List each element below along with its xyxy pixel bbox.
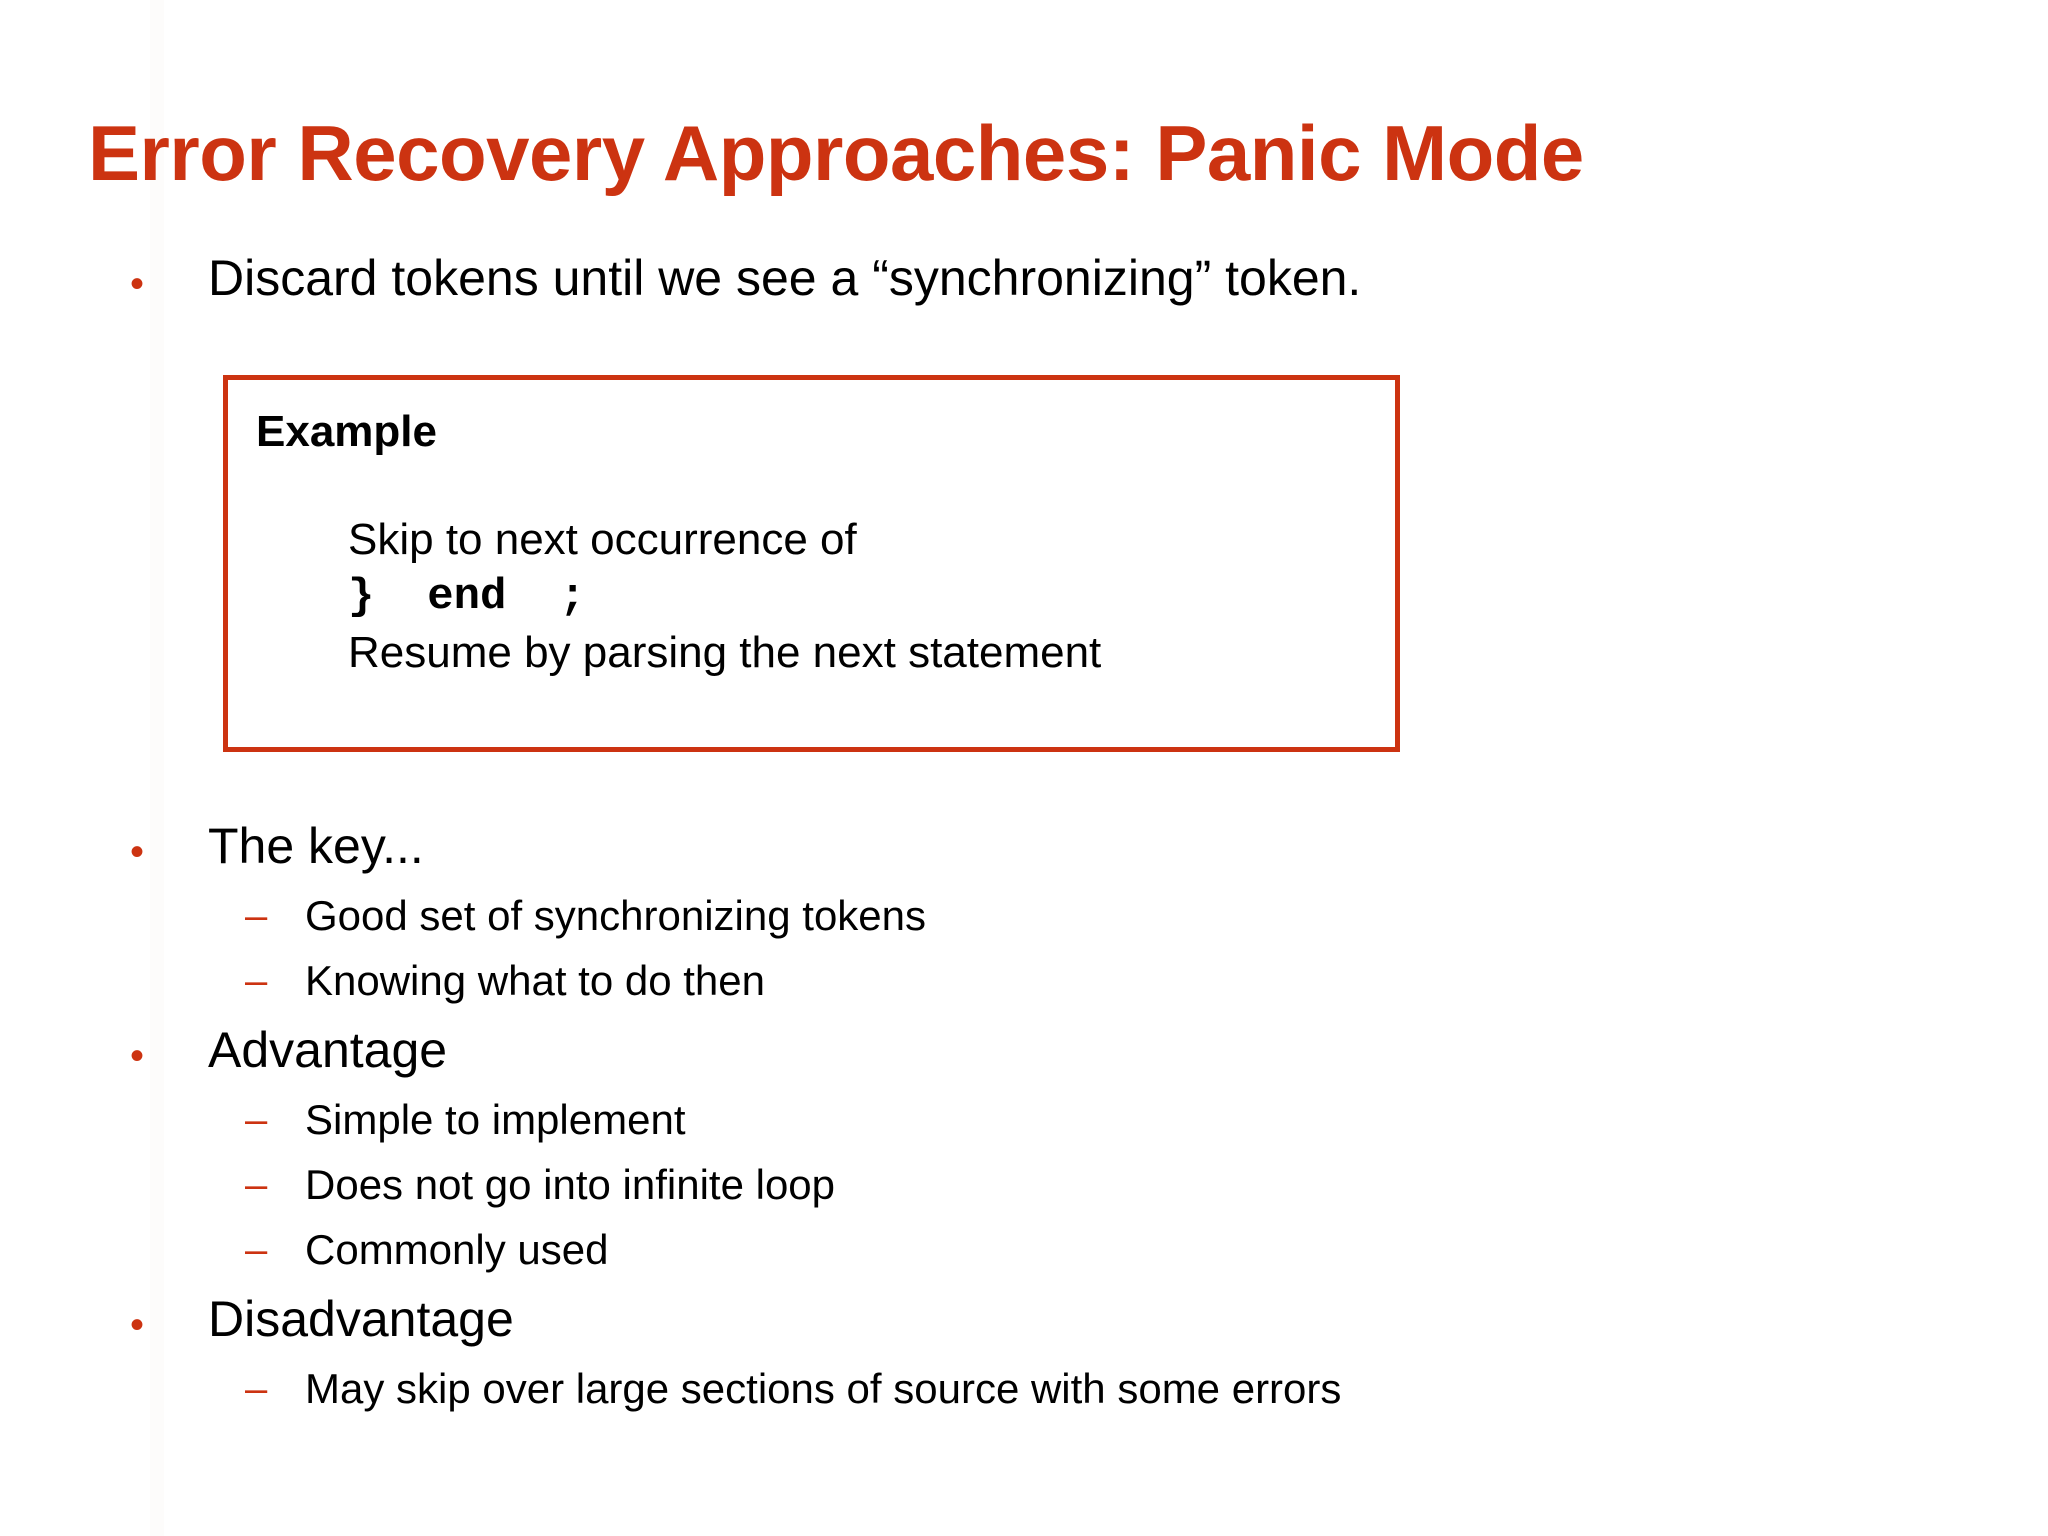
outline-subitem-label: Knowing what to do then	[305, 957, 765, 1005]
list-item: • Advantage	[0, 1022, 2048, 1078]
page-title: Error Recovery Approaches: Panic Mode	[88, 109, 1584, 198]
outline-item-label: Advantage	[208, 1022, 448, 1079]
spacer	[0, 1078, 2048, 1096]
example-box-content: Example Skip to next occurrence of } end…	[228, 380, 1395, 681]
bullet-dot-icon: •	[130, 1303, 145, 1348]
example-callout-box: Example Skip to next occurrence of } end…	[223, 375, 1400, 752]
outline-item-label: The key...	[208, 818, 424, 874]
outline-list: • The key... – Good set of synchronizing…	[0, 818, 2048, 1412]
list-item: – May skip over large sections of source…	[0, 1365, 2048, 1412]
spacer	[0, 1273, 2048, 1291]
example-heading: Example	[256, 407, 437, 456]
outline-item-label: Disadvantage	[208, 1291, 514, 1348]
spacer	[0, 1347, 2048, 1365]
list-item: • The key...	[0, 818, 2048, 874]
spacer	[0, 1004, 2048, 1022]
bullet-dash-icon: –	[245, 959, 268, 1004]
bullet-dash-icon: –	[245, 1367, 268, 1412]
outline-subitem-label: Good set of synchronizing tokens	[305, 892, 927, 939]
outline-subitem-label: Does not go into infinite loop	[305, 1161, 836, 1209]
outline-subitem-label: Simple to implement	[305, 1096, 686, 1144]
list-item: • Disadvantage	[0, 1291, 2048, 1347]
outline-subitem-label: May skip over large sections of source w…	[305, 1365, 1342, 1413]
bullet-dash-icon: –	[245, 894, 268, 938]
list-item: – Does not go into infinite loop	[0, 1161, 2048, 1208]
list-item: – Simple to implement	[0, 1096, 2048, 1143]
outline-subitem-label: Commonly used	[305, 1226, 609, 1274]
example-line-code: } end ;	[348, 571, 586, 622]
spacer	[0, 1208, 2048, 1226]
example-line-skip: Skip to next occurrence of	[348, 515, 857, 565]
list-item: – Knowing what to do then	[0, 957, 2048, 1004]
bullet-dot-icon: •	[130, 830, 145, 874]
bullet-dot-icon: •	[130, 262, 145, 306]
list-item: • Discard tokens until we see a “synchro…	[0, 250, 2048, 306]
slide-body: • Discard tokens until we see a “synchro…	[0, 250, 2048, 306]
bullet-dash-icon: –	[245, 1098, 268, 1143]
spacer	[0, 939, 2048, 957]
bullet-dash-icon: –	[245, 1163, 268, 1208]
example-blank-line	[256, 456, 1395, 512]
example-line-resume: Resume by parsing the next statement	[348, 628, 1102, 678]
bullet-dash-icon: –	[245, 1228, 268, 1273]
list-item: – Commonly used	[0, 1226, 2048, 1273]
intro-bullet-text: Discard tokens until we see a “synchroni…	[208, 250, 1362, 306]
list-item: – Good set of synchronizing tokens	[0, 892, 2048, 939]
spacer	[0, 1143, 2048, 1161]
bullet-dot-icon: •	[130, 1034, 145, 1079]
spacer	[0, 874, 2048, 892]
